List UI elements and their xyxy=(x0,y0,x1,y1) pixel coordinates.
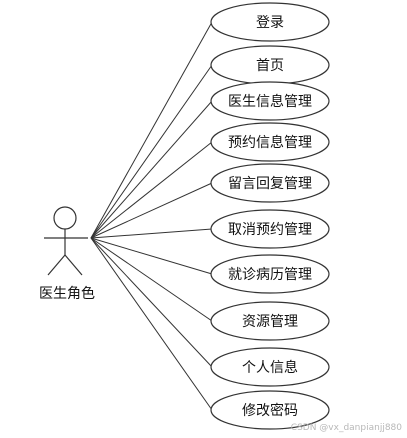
use-case-label: 就诊病历管理 xyxy=(228,267,312,283)
association-lines xyxy=(90,21,213,411)
use-case: 取消预约管理 xyxy=(210,209,330,249)
use-case: 修改密码 xyxy=(210,390,330,430)
use-case-ellipse xyxy=(210,301,330,341)
actor-label: 医生角色 xyxy=(39,285,95,302)
watermark: CSDN @vx_danpianjj880 xyxy=(291,423,402,433)
use-case-ellipse xyxy=(210,347,330,387)
use-case-ellipse xyxy=(210,81,330,121)
actor-left-leg xyxy=(47,254,66,276)
use-case-label: 修改密码 xyxy=(242,402,298,419)
association-line xyxy=(90,21,213,239)
use-case-ellipse xyxy=(210,163,330,203)
use-case-label: 取消预约管理 xyxy=(228,222,312,238)
use-case-label: 留言回复管理 xyxy=(228,175,312,192)
use-case-ellipse xyxy=(210,254,330,294)
use-case-label: 医生信息管理 xyxy=(228,93,312,110)
association-line xyxy=(90,64,213,239)
use-case-list: 登录首页医生信息管理预约信息管理留言回复管理取消预约管理就诊病历管理资源管理个人… xyxy=(210,2,330,430)
use-case: 首页 xyxy=(210,45,330,85)
use-case: 预约信息管理 xyxy=(210,122,330,162)
actor-doctor: 医生角色 xyxy=(39,206,95,302)
use-case-ellipse xyxy=(210,122,330,162)
use-case-label: 登录 xyxy=(256,15,284,31)
association-line xyxy=(90,182,213,239)
use-case-ellipse xyxy=(210,209,330,249)
use-case-label: 资源管理 xyxy=(242,314,298,330)
use-case: 个人信息 xyxy=(210,347,330,387)
use-case: 医生信息管理 xyxy=(210,81,330,121)
use-case: 资源管理 xyxy=(210,301,330,341)
use-case: 就诊病历管理 xyxy=(210,254,330,294)
use-case-ellipse xyxy=(210,2,330,42)
association-line xyxy=(90,237,213,368)
use-case-label: 个人信息 xyxy=(242,359,298,376)
association-line xyxy=(90,237,213,322)
use-case-label: 首页 xyxy=(256,58,284,74)
association-line xyxy=(90,100,213,239)
actor-head xyxy=(53,206,77,230)
association-line xyxy=(90,237,213,411)
use-case: 留言回复管理 xyxy=(210,163,330,203)
use-case-label: 预约信息管理 xyxy=(228,134,312,151)
association-line xyxy=(90,237,213,275)
association-line xyxy=(90,228,213,239)
use-case-ellipse xyxy=(210,390,330,430)
use-case: 登录 xyxy=(210,2,330,42)
association-line xyxy=(90,141,213,239)
actor-right-leg xyxy=(64,254,83,276)
